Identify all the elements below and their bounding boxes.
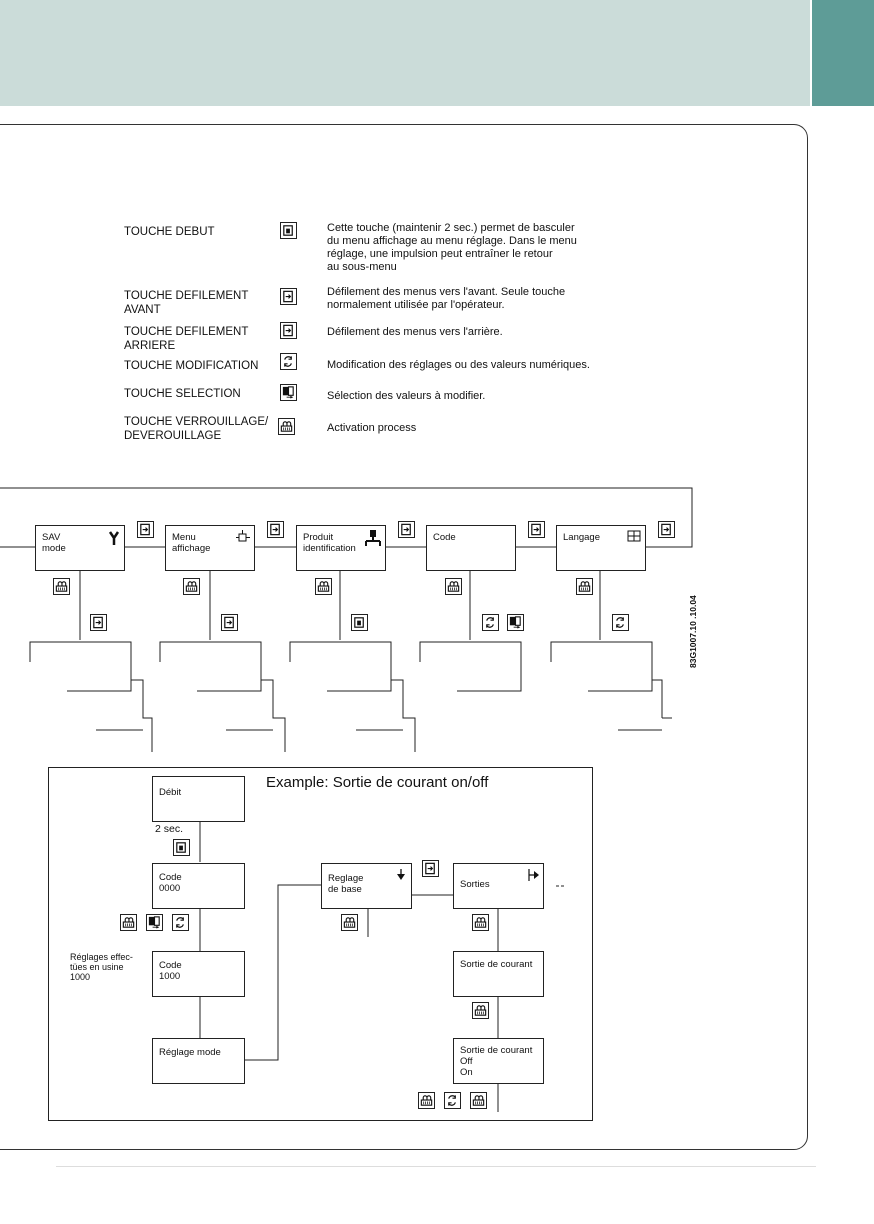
legend-desc: réglage, une impulsion peut entraîner le… [327,248,553,260]
example-code0: Code 0000 [152,863,245,909]
legend-name: TOUCHE DEFILEMENT ARRIERE [124,326,249,352]
key-modify-icon [444,1092,461,1109]
legend-desc: normalement utilisée par l'opérateur. [327,299,505,311]
key-start-icon [351,614,368,631]
arrow-down-icon [397,869,405,880]
product-icon [365,530,381,546]
key-modify-icon [172,914,189,931]
key-lock-icon [120,914,137,931]
key-modify-icon [482,614,499,631]
key-forward-icon [398,521,415,538]
menu-produit[interactable]: Produit identification [296,525,386,571]
menu-code[interactable]: Code [426,525,516,571]
example-sortie-courant: Sortie de courant [453,951,544,997]
menu-sav[interactable]: SAV mode [35,525,125,571]
key-forward-icon [137,521,154,538]
example-reglage-mode: Réglage mode [152,1038,245,1084]
key-select-icon [280,384,297,401]
key-lock-icon [183,578,200,595]
key-lock-icon [576,578,593,595]
key-lock-icon [472,914,489,931]
sorties-label: Sorties [460,879,490,890]
footer-rule [56,1166,816,1167]
legend-desc: Cette touche (maintenir 2 sec.) permet d… [327,222,575,234]
reglage-base-label: Reglage de base [328,873,364,895]
key-forward-icon [267,521,284,538]
legend-desc: Défilement des menus vers l'arrière. [327,326,503,338]
legend-name: TOUCHE DEBUT [124,226,215,238]
key-modify-icon [280,353,297,370]
code0-label: Code 0000 [159,872,182,894]
key-modify-icon [612,614,629,631]
legend-desc: Modification des réglages ou des valeurs… [327,359,590,371]
header-band [0,0,810,106]
legend-name: TOUCHE VERROUILLAGE/ DEVEROUILLAGE [124,416,269,442]
reglage-mode-label: Réglage mode [159,1047,221,1058]
key-lock-icon [472,1002,489,1019]
example-reglage-base: Reglage de base [321,863,412,909]
legend-name: TOUCHE SELECTION [124,388,241,400]
key-forward-icon [422,860,439,877]
sortie-courant-label: Sortie de courant [460,959,533,970]
hold-label: 2 sec. [155,823,184,835]
legend-desc: au sous-menu [327,261,397,273]
key-forward-icon [528,521,545,538]
display-icon [236,530,250,542]
menu-affichage[interactable]: Menu affichage [165,525,255,571]
header-accent [812,0,874,106]
code1-label: Code 1000 [159,960,182,982]
debit-label: Débit [159,787,182,798]
menu-label: Menu affichage [172,532,211,554]
example-panel [48,767,593,1121]
content-frame [0,124,808,1150]
menu-label: SAV mode [42,532,66,554]
key-forward-icon [658,521,675,538]
key-start-icon [173,839,190,856]
key-lock-icon [315,578,332,595]
menu-label: Code [433,532,456,543]
key-select-icon [507,614,524,631]
example-title: Example: Sortie de courant on/off [266,774,489,791]
legend-name: TOUCHE MODIFICATION [124,360,259,372]
key-forward-icon [221,614,238,631]
legend-desc: Défilement des menus vers l'avant. Seule… [327,286,566,298]
legend-desc: Activation process [327,422,417,434]
wrench-icon [108,531,120,545]
menu-langage[interactable]: Langage [556,525,646,571]
key-back-icon [280,322,297,339]
key-lock-icon [418,1092,435,1109]
legend-name: TOUCHE DEFILEMENT AVANT [124,290,249,316]
output-icon [528,869,539,881]
example-sorties: Sorties [453,863,544,909]
key-forward-icon [90,614,107,631]
example-sortie-courant-onoff: Sortie de courant Off On [453,1038,544,1084]
legend-desc: du menu affichage au menu réglage. Dans … [327,235,577,247]
key-forward-icon [280,288,297,305]
sortie-courant-onoff-label: Sortie de courant Off On [460,1045,533,1078]
key-lock-icon [278,418,295,435]
key-lock-icon [53,578,70,595]
key-lock-icon [470,1092,487,1109]
example-debit: Débit [152,776,245,822]
factory-label: Réglages effec- tües en usine 1000 [70,952,133,982]
example-code1: Code 1000 [152,951,245,997]
key-lock-icon [341,914,358,931]
key-lock-icon [445,578,462,595]
legend-desc: Sélection des valeurs à modifier. [327,390,486,402]
menu-label: Langage [563,532,600,543]
language-icon [627,530,641,542]
key-start-icon [280,222,297,239]
menu-label: Produit identification [303,532,356,554]
key-select-icon [146,914,163,931]
